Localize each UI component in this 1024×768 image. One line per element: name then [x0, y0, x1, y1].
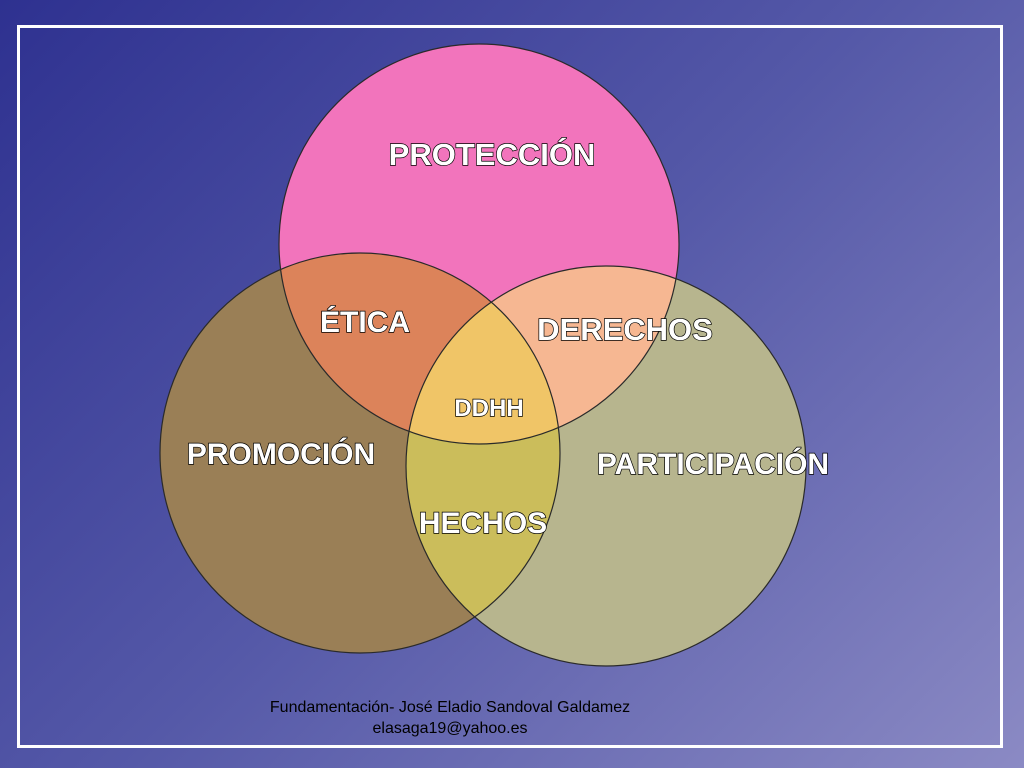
participacion-outline: [405, 265, 807, 667]
hechos-label: HECHOS: [419, 507, 547, 540]
proteccion-label: PROTECCIÓN: [389, 136, 596, 172]
ddhh-center-intersection: [406, 266, 560, 444]
slide-frame: [17, 25, 1003, 748]
promocion-label: PROMOCIÓN: [187, 437, 375, 471]
promocion-outline: [159, 252, 561, 654]
etica-label: ÉTICA: [320, 305, 410, 339]
footer-email: elasaga19@yahoo.es: [372, 720, 528, 737]
footer-author: Fundamentación- José Eladio Sandoval Gal…: [269, 699, 631, 716]
ddhh-label: DDHH: [454, 395, 523, 422]
participacion-label: PARTICIPACIÓN: [597, 447, 829, 481]
derechos-label: DERECHOS: [537, 312, 713, 347]
proteccion-outline: [278, 43, 680, 445]
